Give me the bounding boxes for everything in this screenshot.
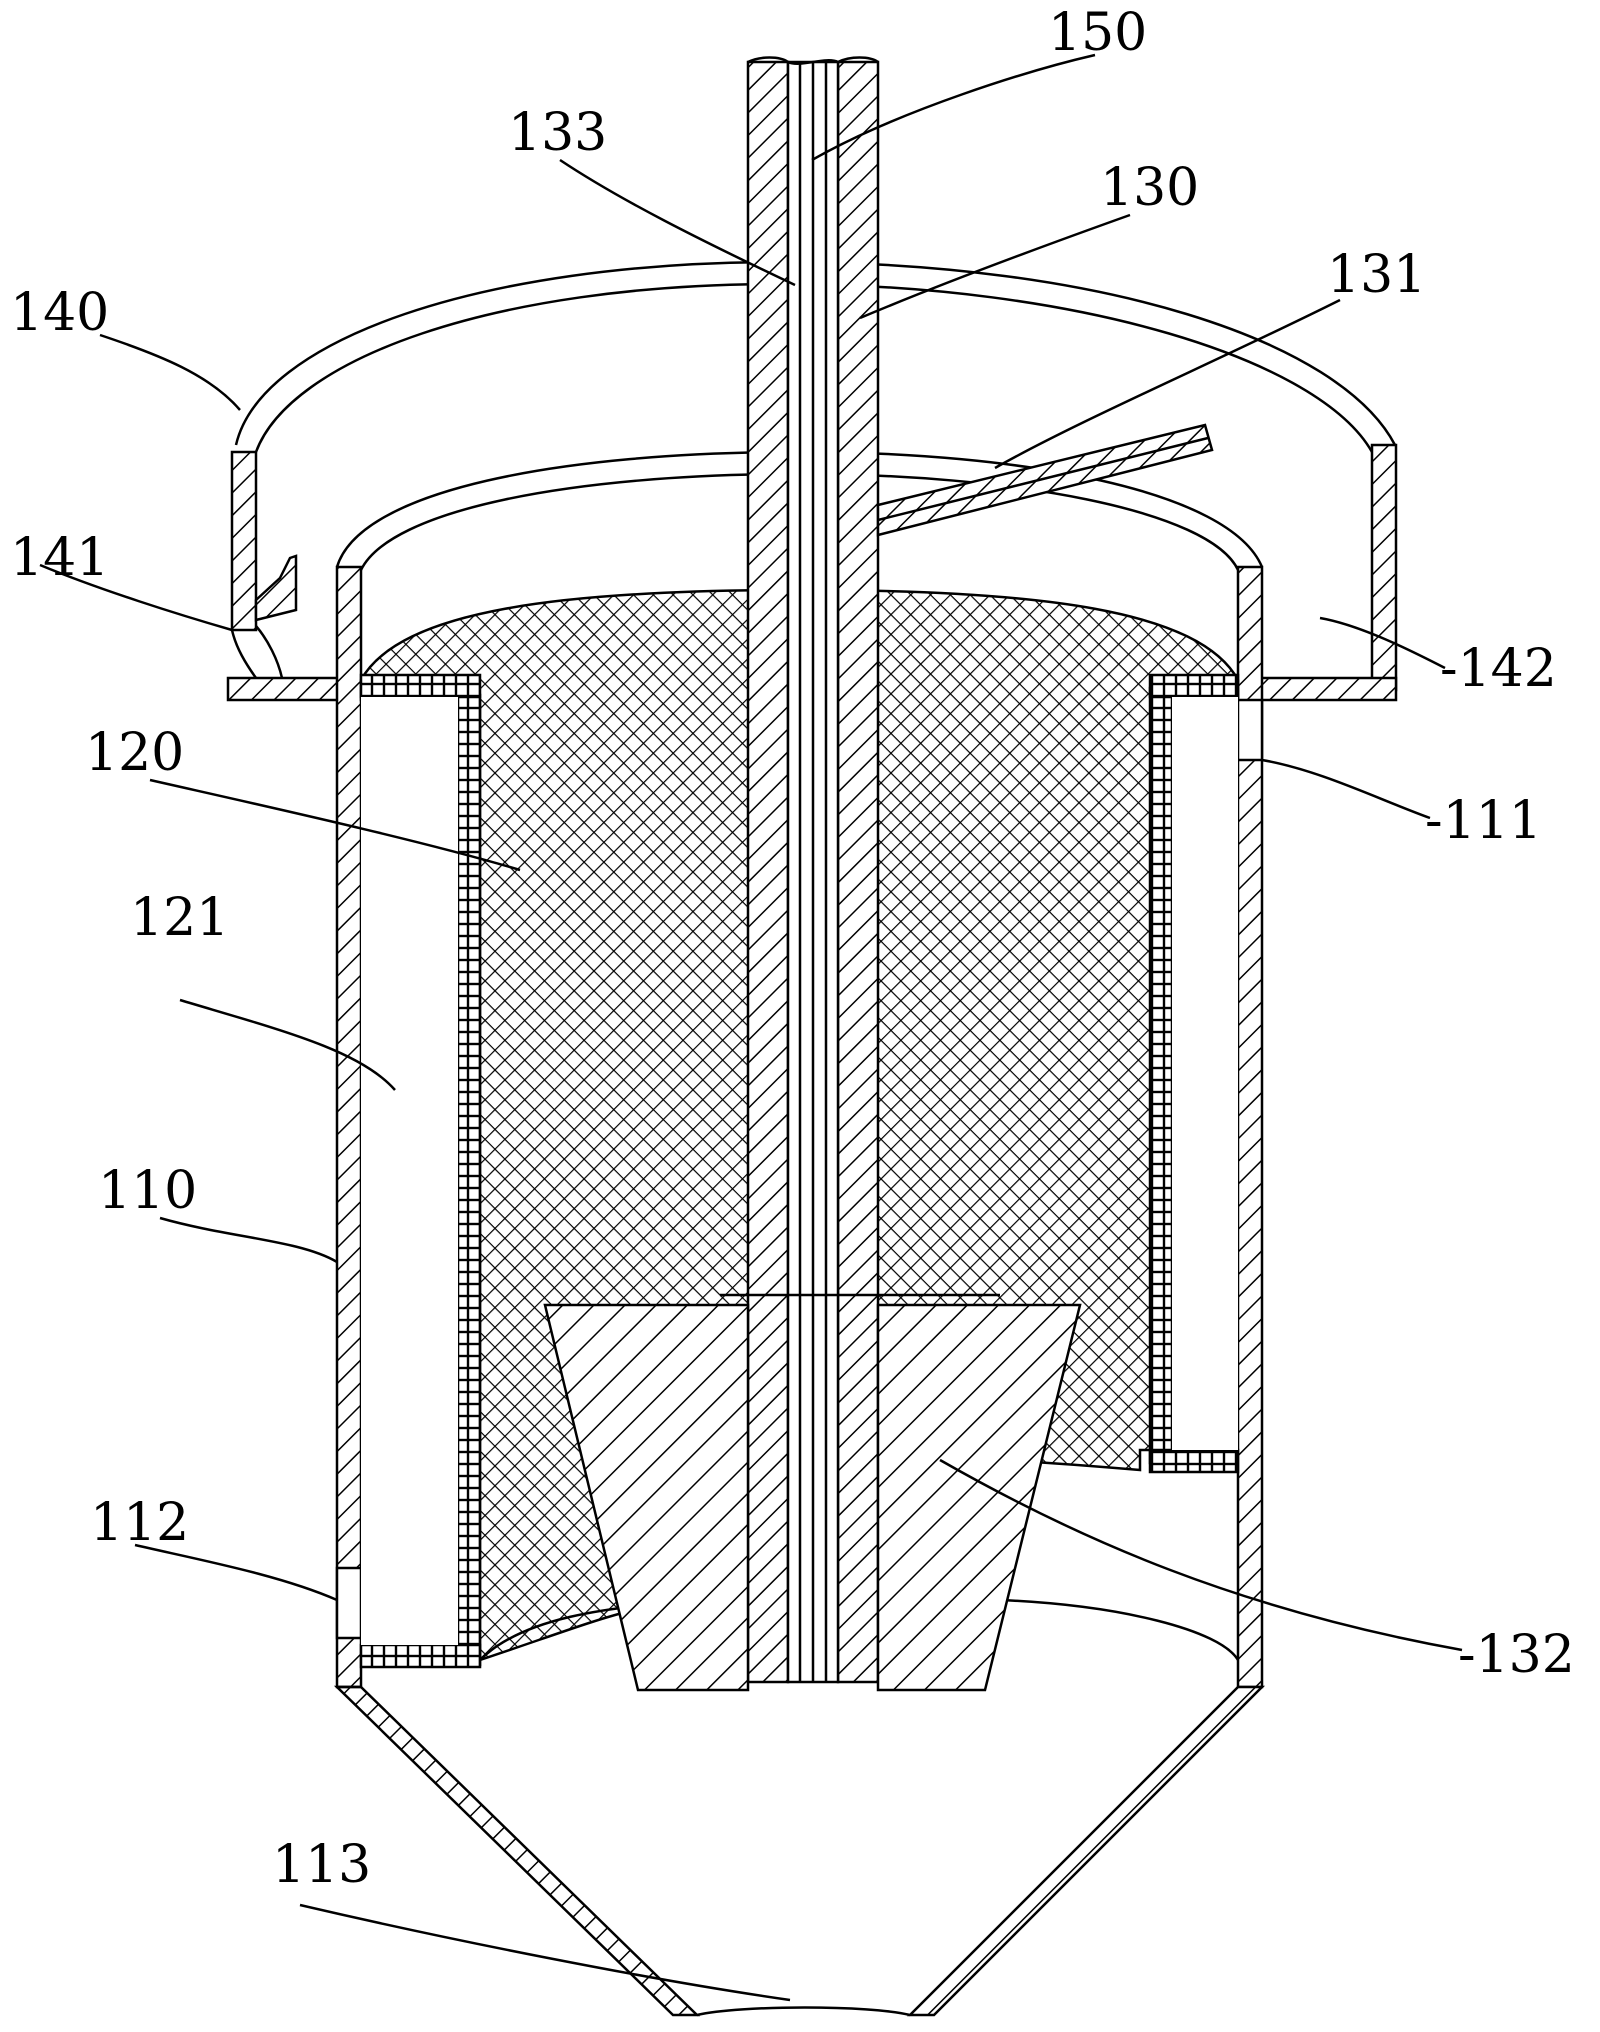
leader-140 (99, 333, 241, 411)
label-111: -111 (1425, 791, 1542, 851)
leader-131 (994, 298, 1341, 470)
leader-121 (179, 998, 396, 1091)
label-140: 140 (10, 283, 109, 343)
label-113: 113 (272, 1835, 371, 1895)
label-131: 131 (1327, 245, 1426, 305)
leader-112 (134, 1543, 338, 1602)
label-110: 110 (98, 1161, 197, 1221)
label-133: 133 (508, 103, 607, 163)
label-120: 120 (85, 723, 184, 783)
leader-142 (1319, 616, 1446, 670)
leader-141 (39, 563, 233, 632)
leader-150 (811, 53, 1096, 162)
leader-113 (299, 1903, 791, 2002)
leader-130 (859, 213, 1131, 320)
label-141: 141 (10, 528, 109, 588)
shaft-130 (746, 56, 880, 1684)
leader-120 (149, 778, 521, 872)
leader-lines (39, 53, 1463, 2002)
label-112: 112 (90, 1493, 189, 1553)
container-110 (333, 450, 1266, 2017)
label-132: -132 (1458, 1625, 1575, 1685)
leader-110 (159, 1216, 338, 1264)
leader-111 (1261, 758, 1431, 820)
label-121: 121 (130, 888, 229, 948)
leader-133 (559, 158, 796, 287)
label-130: 130 (1100, 158, 1199, 218)
leader-132 (939, 1458, 1463, 1652)
arm-131 (876, 423, 1214, 537)
labels: 150 133 130 131 140 141 -142 -111 120 12… (10, 3, 1575, 1895)
label-142: -142 (1440, 639, 1557, 699)
cone-132 (543, 1293, 1082, 1692)
label-150: 150 (1048, 3, 1147, 63)
